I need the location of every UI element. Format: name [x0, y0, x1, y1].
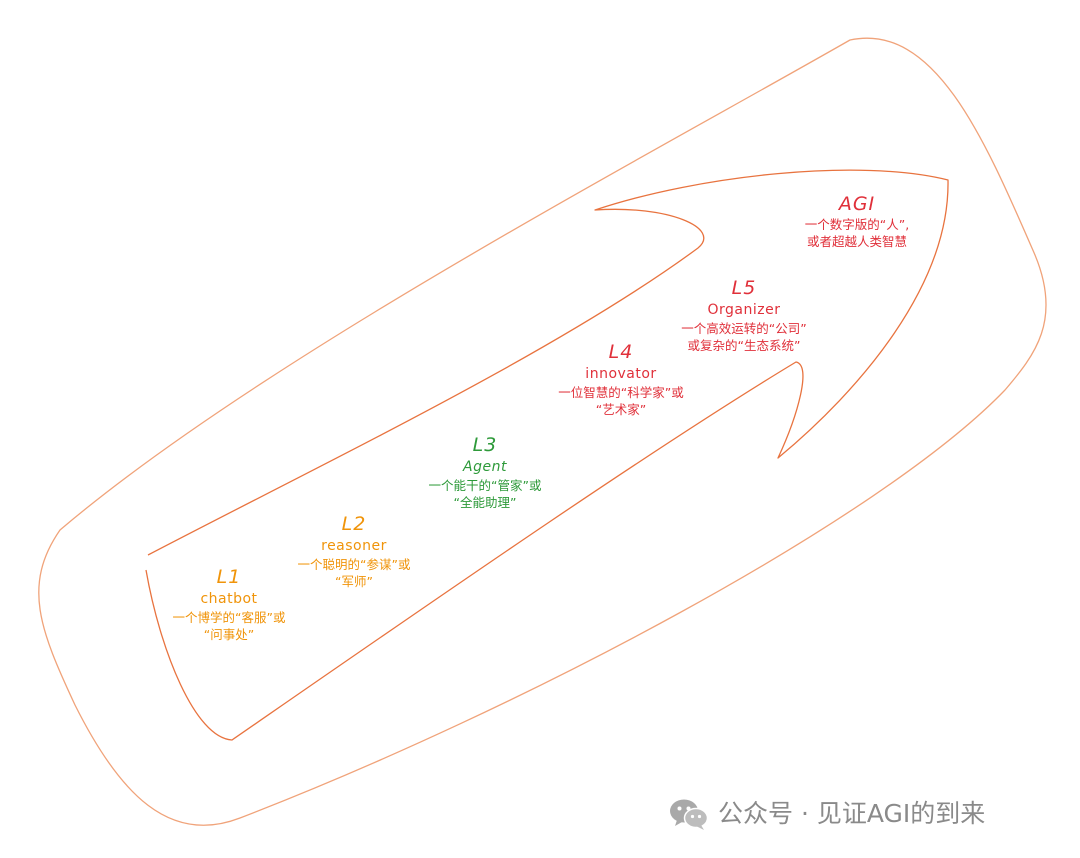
- stage-l1: L1 chatbot 一个博学的“客服”或 “问事处”: [173, 565, 286, 643]
- stage-l2: L2 reasoner 一个聪明的“参谋”或 “军师”: [298, 512, 411, 590]
- stage-desc-line2: 或者超越人类智慧: [806, 234, 907, 249]
- stage-level: L3: [472, 434, 498, 456]
- stage-name: reasoner: [321, 538, 387, 554]
- watermark: 公众号 · 见证AGI的到来: [668, 796, 985, 832]
- stage-agi: AGI 一个数字版的“人”, 或者超越人类智慧: [805, 192, 909, 250]
- stage-desc-line2: 或复杂的“生态系统”: [687, 338, 801, 353]
- stage-desc-line1: 一位智慧的“科学家”或: [558, 385, 684, 400]
- stage-desc-line1: 一个数字版的“人”,: [804, 217, 910, 232]
- stage-desc-line1: 一个高效运转的“公司”: [681, 321, 807, 336]
- stage-name: innovator: [585, 366, 657, 382]
- stage-name: chatbot: [200, 591, 258, 607]
- stage-desc-line2: “全能助理”: [453, 495, 517, 510]
- stage-level: L1: [216, 566, 242, 588]
- stage-name: Organizer: [707, 302, 781, 318]
- stage-name: Agent: [463, 459, 507, 475]
- stage-level: L4: [608, 341, 634, 363]
- stage-desc-line2: “问事处”: [203, 627, 255, 642]
- wechat-icon: [670, 799, 709, 830]
- stage-desc-line1: 一个聪明的“参谋”或: [297, 557, 411, 572]
- stage-level: AGI: [838, 193, 876, 215]
- outer-rounded-band: [38, 37, 1047, 826]
- watermark-text: 公众号 · 见证AGI的到来: [718, 799, 986, 828]
- stage-desc-line1: 一个能干的“管家”或: [428, 478, 542, 493]
- stage-l3: L3 Agent 一个能干的“管家”或 “全能助理”: [429, 433, 542, 511]
- stage-desc-line1: 一个博学的“客服”或: [172, 610, 286, 625]
- stage-l5: L5 Organizer 一个高效运转的“公司” 或复杂的“生态系统”: [681, 276, 806, 354]
- growth-arrow: [145, 169, 949, 741]
- stage-desc-line2: “艺术家”: [595, 402, 647, 417]
- stage-level: L2: [341, 513, 367, 535]
- stage-desc-line2: “军师”: [335, 574, 373, 589]
- stage-l4: L4 innovator 一位智慧的“科学家”或 “艺术家”: [558, 340, 683, 418]
- stage-level: L5: [731, 277, 757, 299]
